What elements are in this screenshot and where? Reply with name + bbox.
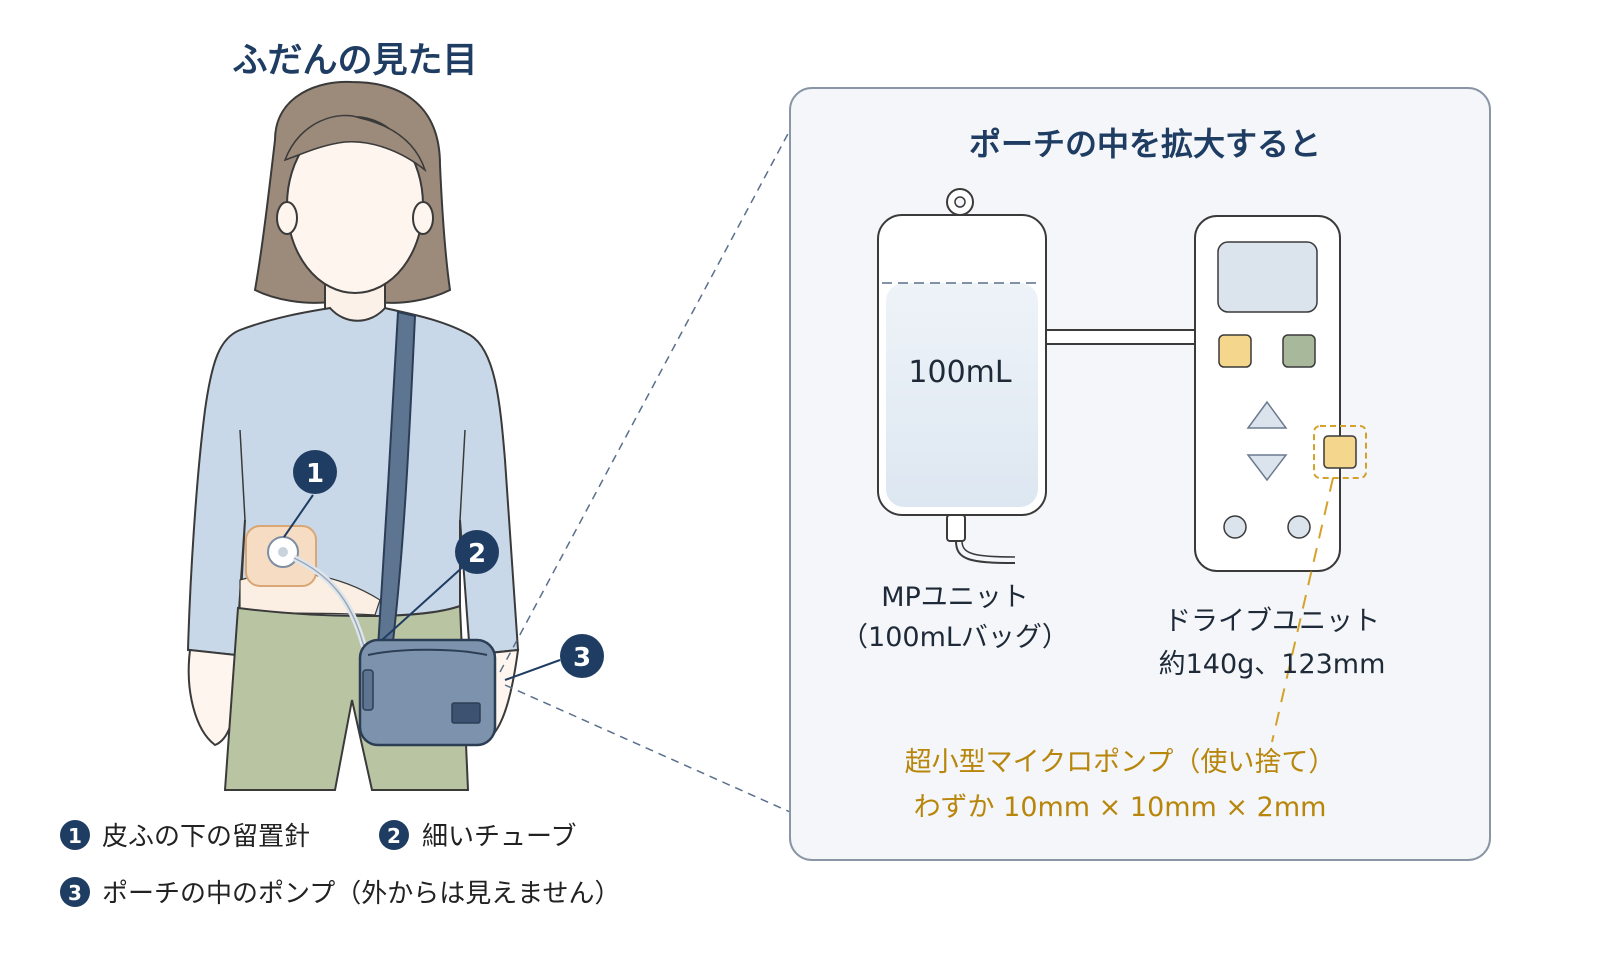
pouch: [358, 638, 497, 747]
round-button-right: [1287, 515, 1311, 539]
callout-2-label: 2: [468, 539, 486, 569]
zoom-line-bottom: [504, 684, 791, 813]
mp-unit-name: MPユニット: [881, 582, 1029, 613]
person-illustration: [186, 80, 520, 791]
micropump-leader: [1271, 477, 1334, 743]
drive-unit-spec: 約140g、123mm: [1159, 649, 1386, 680]
legend-2-badge: [379, 820, 409, 850]
button-green: [1282, 334, 1316, 368]
drive-unit-name: ドライブユニット: [1164, 606, 1380, 637]
arrow-down-icon: [1246, 454, 1288, 482]
legend-3-num: 3: [68, 881, 82, 905]
callout-3: [560, 634, 604, 678]
zoom-line-top: [499, 129, 791, 673]
legend-3-badge: [60, 877, 90, 907]
zoom-panel-title: ポーチの中を拡大すると: [969, 125, 1321, 163]
round-button-left: [1223, 515, 1247, 539]
button-yellow: [1218, 334, 1252, 368]
micropump-highlight: [1313, 425, 1367, 479]
bag-volume: 100mL: [908, 355, 1011, 390]
legend: 1 皮ふの下の留置針 2 細いチューブ 3 ポーチの中のポンプ（外からは見えませ…: [60, 820, 620, 909]
ear-right: [412, 201, 434, 235]
legend-1-badge: [60, 820, 90, 850]
callout-2: [455, 530, 499, 574]
callout-1: [293, 450, 337, 494]
callout-1-label: 1: [306, 459, 324, 489]
connector-tube: [1045, 329, 1197, 345]
legend-3-text: ポーチの中のポンプ（外からは見えません）: [102, 879, 620, 909]
mp-unit-desc: （100mLバッグ）: [841, 622, 1069, 653]
legend-2-text: 細いチューブ: [422, 822, 576, 852]
left-title: ふだんの見た目: [232, 41, 477, 81]
drive-unit-screen: [1217, 241, 1318, 313]
mp-unit-bag: [877, 188, 1047, 564]
drive-unit: [1194, 215, 1367, 572]
arrow-up-icon: [1246, 400, 1288, 429]
ear-left: [276, 201, 298, 235]
callout-3-label: 3: [573, 643, 591, 673]
legend-1-num: 1: [68, 824, 82, 848]
bangs: [283, 114, 427, 173]
pouch-label: [451, 702, 481, 724]
micropump-size: わずか 10mm × 10mm × 2mm: [914, 792, 1327, 823]
micropump-name: 超小型マイクロポンプ（使い捨て）: [905, 747, 1336, 778]
legend-2-num: 2: [387, 824, 401, 848]
legend-1-text: 皮ふの下の留置針: [102, 822, 310, 852]
micropump-chip: [1323, 435, 1357, 469]
